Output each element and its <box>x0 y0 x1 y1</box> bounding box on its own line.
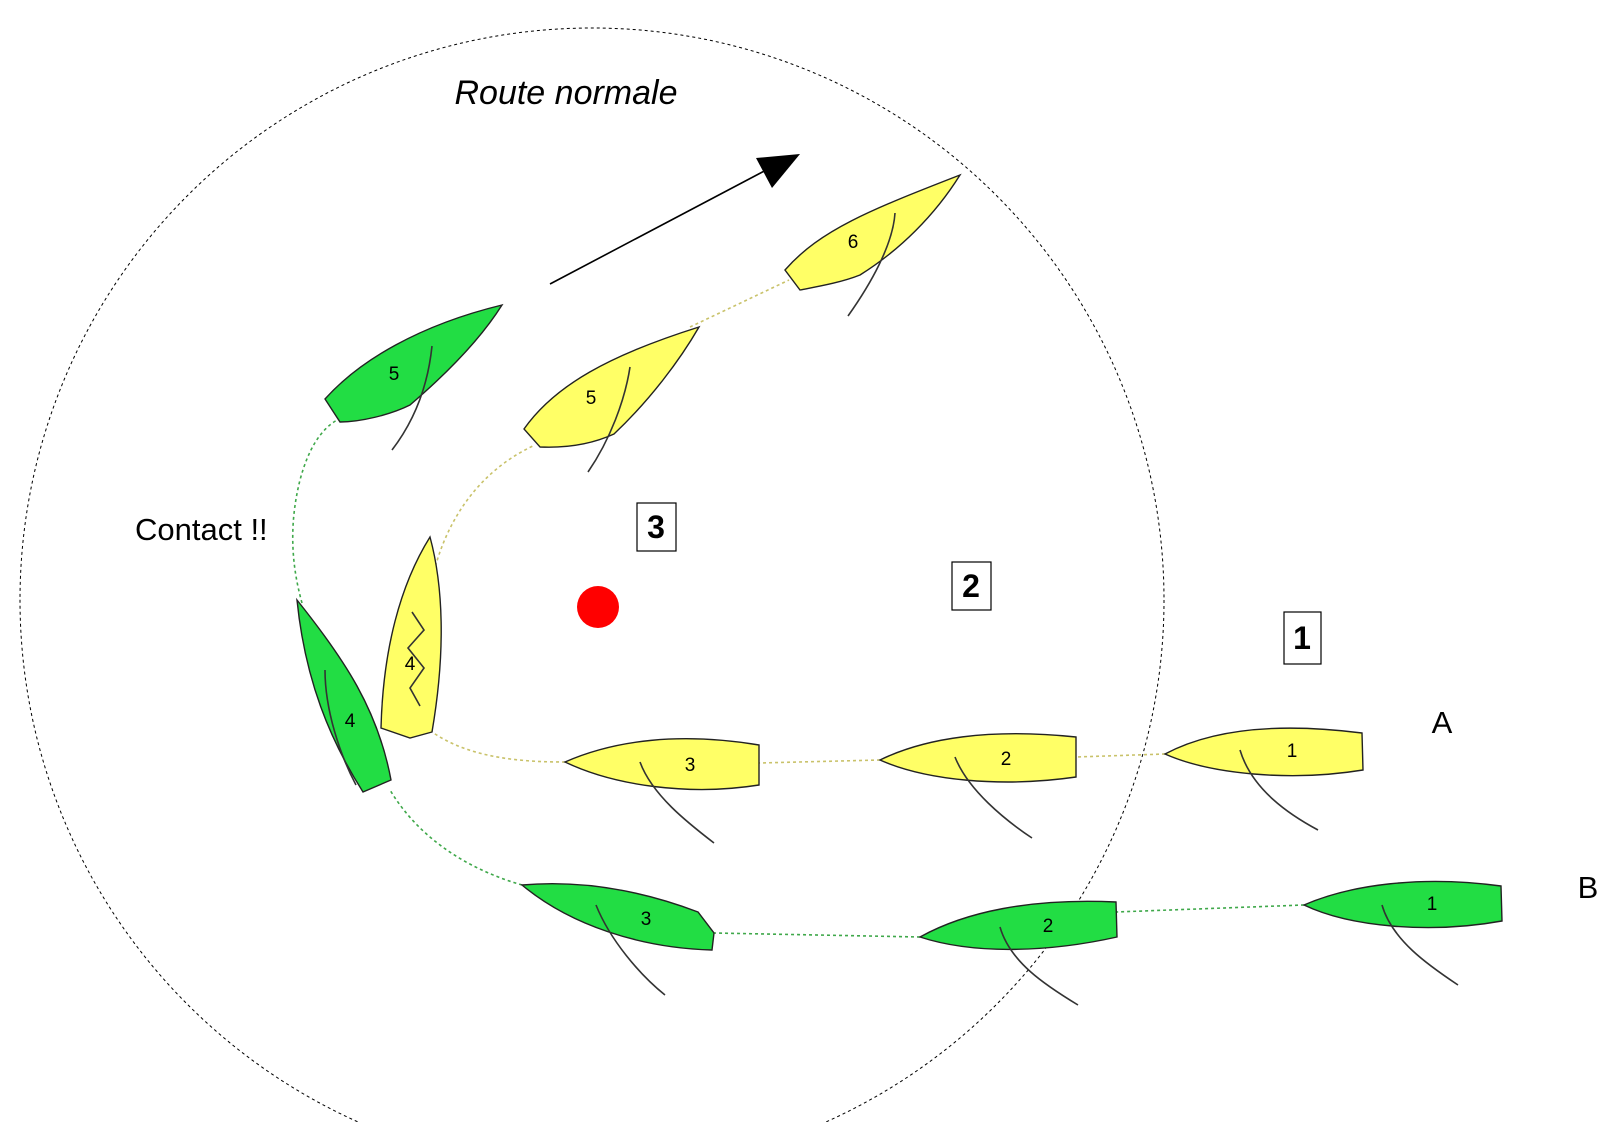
svg-text:4: 4 <box>345 711 356 732</box>
svg-text:2: 2 <box>962 568 980 604</box>
svg-text:4: 4 <box>405 654 416 675</box>
boat-b-position-2: 2 <box>918 900 1118 1006</box>
title-route-normale: Route normale <box>454 74 677 112</box>
boat-a-position-3: 3 <box>563 738 760 844</box>
svg-text:6: 6 <box>848 232 859 253</box>
boat-a-label: A <box>1432 705 1453 740</box>
svg-text:3: 3 <box>641 909 652 930</box>
svg-text:3: 3 <box>647 509 665 545</box>
boat-b-track <box>291 419 1305 938</box>
boat-b-position-5: 5 <box>324 303 504 451</box>
boat-a-track <box>423 279 1364 764</box>
svg-text:5: 5 <box>389 364 400 385</box>
svg-text:2: 2 <box>1043 916 1054 937</box>
boat-a-position-6: 6 <box>784 173 962 317</box>
boat-b-position-1: 1 <box>1302 880 1503 986</box>
zone-marker-3: 3 <box>636 502 677 552</box>
direction-arrow <box>549 154 800 285</box>
svg-text:1: 1 <box>1287 741 1298 762</box>
boat-b-position-4: 4 <box>296 597 392 793</box>
zone-marker-1: 1 <box>1283 611 1322 665</box>
svg-text:2: 2 <box>1001 749 1012 770</box>
zone-marker-2: 2 <box>951 561 992 611</box>
svg-text:1: 1 <box>1427 894 1438 915</box>
svg-text:3: 3 <box>685 755 696 776</box>
boat-b-position-3: 3 <box>520 883 715 996</box>
zone-circle <box>19 27 1165 1122</box>
boat-a-position-2: 2 <box>878 733 1077 839</box>
svg-text:5: 5 <box>586 388 597 409</box>
mark-buoy <box>577 586 619 628</box>
boat-b-label: B <box>1578 870 1599 905</box>
contact-label: Contact !! <box>135 512 268 547</box>
svg-text:1: 1 <box>1293 620 1311 656</box>
boat-a-position-4: 4 <box>380 535 442 739</box>
boat-a-position-1: 1 <box>1163 727 1364 831</box>
boat-a-position-5: 5 <box>523 325 701 473</box>
